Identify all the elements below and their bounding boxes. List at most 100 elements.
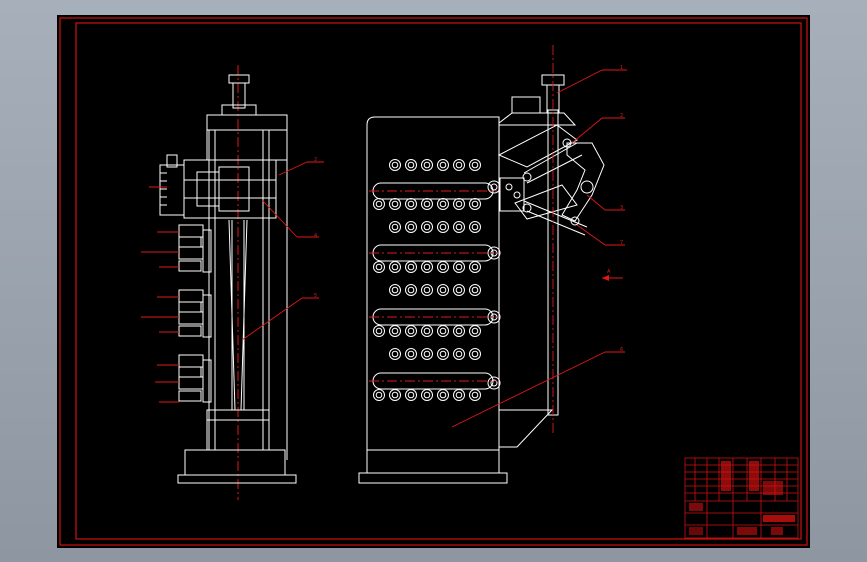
bolt-head (437, 389, 449, 401)
bolt-head (453, 261, 465, 273)
bolt-head (453, 284, 465, 296)
bolt-hole (391, 263, 399, 271)
inner-frame (75, 22, 802, 540)
bolt-hole (375, 391, 383, 399)
bolt-head (421, 325, 433, 337)
bolt-hole (471, 350, 479, 358)
screw-cap (228, 74, 250, 84)
bolt-head (389, 221, 401, 233)
bolt-hole (439, 223, 447, 231)
bolt-hole (407, 223, 415, 231)
bolt-hole (439, 391, 447, 399)
bolt-hole (455, 286, 463, 294)
bolt-hole (391, 286, 399, 294)
bolt-hole (407, 200, 415, 208)
bolt-hole (423, 161, 431, 169)
bolt-head (421, 389, 433, 401)
bolt-hole (471, 391, 479, 399)
bolt-head (421, 221, 433, 233)
title-block (684, 457, 799, 539)
callout-2: 2 (314, 157, 317, 163)
bolt-hole (407, 327, 415, 335)
bolt-head (421, 159, 433, 171)
bolt-head (389, 159, 401, 171)
bolt-hole (439, 263, 447, 271)
bolt-hole (391, 391, 399, 399)
bolt-head (405, 348, 417, 360)
bolt-hole (391, 161, 399, 169)
bolt-head (437, 284, 449, 296)
bolt-head (453, 198, 465, 210)
bolt-head (421, 261, 433, 273)
bolt-hole (455, 223, 463, 231)
bolt-head (469, 389, 481, 401)
bolt-head (373, 261, 385, 273)
bolt-hole (439, 161, 447, 169)
bolt-head (389, 284, 401, 296)
bolt-hole (391, 350, 399, 358)
bolt-head (469, 284, 481, 296)
bolt-hole (375, 200, 383, 208)
bolt-hole (375, 327, 383, 335)
view-label: A (607, 269, 611, 275)
bolt-hole (471, 327, 479, 335)
bolt-head (453, 221, 465, 233)
bolt-head (389, 261, 401, 273)
callout-r1: 1 (620, 65, 623, 71)
callout-r4: 7 (620, 240, 623, 246)
bolt-head (437, 198, 449, 210)
right-centerlines (369, 45, 554, 435)
drawing-sheet: 2 4 5 (57, 15, 810, 548)
bolt-head (469, 159, 481, 171)
bolt-hole (423, 223, 431, 231)
title-block-fills (689, 461, 795, 535)
left-view (159, 65, 297, 500)
bolt-hole (439, 200, 447, 208)
callout-r2: 2 (620, 113, 623, 119)
bolt-hole (407, 161, 415, 169)
view-arrow (602, 275, 609, 281)
bolt-head (421, 348, 433, 360)
bolt-head (453, 389, 465, 401)
bolt-hole (439, 350, 447, 358)
callout-5: 5 (314, 293, 317, 299)
bolt-head (469, 221, 481, 233)
bolt-hole (455, 263, 463, 271)
bolt-head (405, 325, 417, 337)
bolt-hole (407, 263, 415, 271)
bolt-hole (471, 223, 479, 231)
bolt-head (453, 348, 465, 360)
left-base (184, 449, 286, 476)
callout-r3: 3 (620, 205, 623, 211)
drawing-canvas: 2 4 5 (59, 17, 808, 546)
bolt-head (405, 221, 417, 233)
bolt-head (389, 348, 401, 360)
bolt-head (469, 261, 481, 273)
bolt-hole (423, 391, 431, 399)
bolt-head (469, 198, 481, 210)
bolt-head (453, 325, 465, 337)
bolt-head (421, 284, 433, 296)
bolt-hole (439, 286, 447, 294)
bolt-head (405, 198, 417, 210)
bolt-hole (471, 161, 479, 169)
bolt-hole (423, 286, 431, 294)
bolt-head (405, 159, 417, 171)
bolt-hole (407, 286, 415, 294)
bolt-head (405, 261, 417, 273)
bolt-hole (407, 391, 415, 399)
bolt-head (405, 284, 417, 296)
bolt-head (389, 325, 401, 337)
bolt-hole (471, 200, 479, 208)
bolt-hole (439, 327, 447, 335)
bolt-head (437, 348, 449, 360)
bolt-hole (423, 350, 431, 358)
bolt-hole (391, 223, 399, 231)
outer-frame (59, 17, 808, 546)
bolt-hole (455, 391, 463, 399)
gripper-mount (499, 177, 525, 212)
bolt-hole (407, 350, 415, 358)
bolt-head (405, 389, 417, 401)
bolt-head (469, 348, 481, 360)
